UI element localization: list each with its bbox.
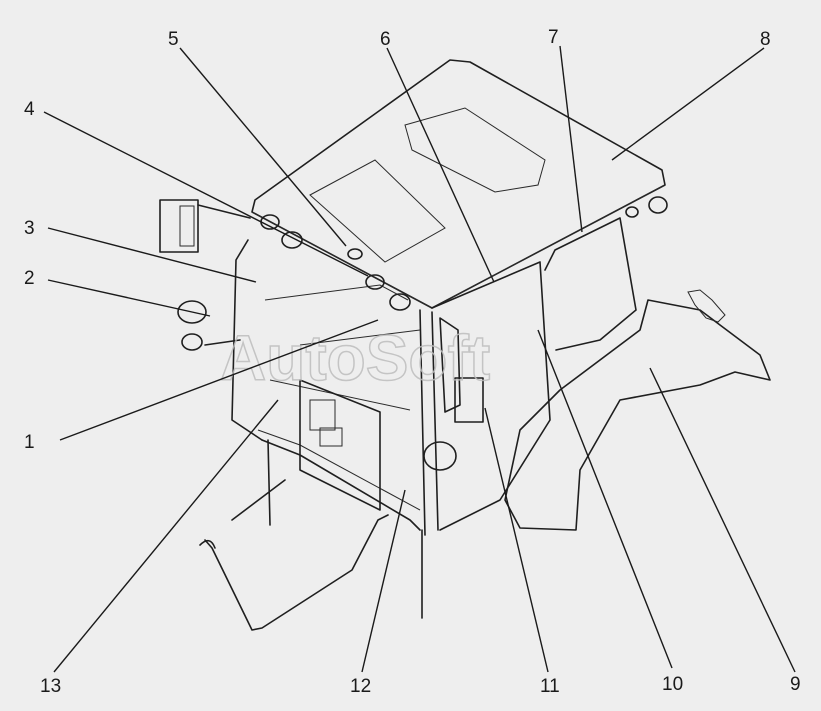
callout-2: 2 [24, 268, 35, 289]
callout-11: 11 [540, 676, 560, 697]
work-light-front [423, 441, 457, 471]
control-panel [299, 379, 381, 511]
callout-9: 9 [790, 674, 801, 695]
rods [199, 439, 423, 631]
callout-13: 13 [40, 676, 61, 697]
fender [504, 289, 771, 531]
callout-6: 6 [380, 29, 391, 50]
callout-12: 12 [350, 676, 371, 697]
callout-labels: 1 2 3 4 5 6 7 8 9 10 11 12 13 [24, 27, 801, 697]
callout-4: 4 [24, 99, 35, 120]
leader-lines [43, 45, 796, 673]
callout-5: 5 [168, 29, 179, 50]
callout-8: 8 [760, 29, 771, 50]
callout-3: 3 [24, 218, 35, 239]
roof [251, 59, 666, 309]
callout-7: 7 [548, 27, 559, 48]
roof-lights [260, 196, 668, 311]
callout-10: 10 [662, 674, 683, 695]
pillar-mirror [439, 317, 484, 423]
watermark: AutoSoft [220, 322, 490, 394]
work-light-left [177, 300, 241, 351]
cab-frame [231, 217, 637, 536]
left-mirror [159, 199, 251, 253]
callout-1: 1 [24, 432, 35, 453]
